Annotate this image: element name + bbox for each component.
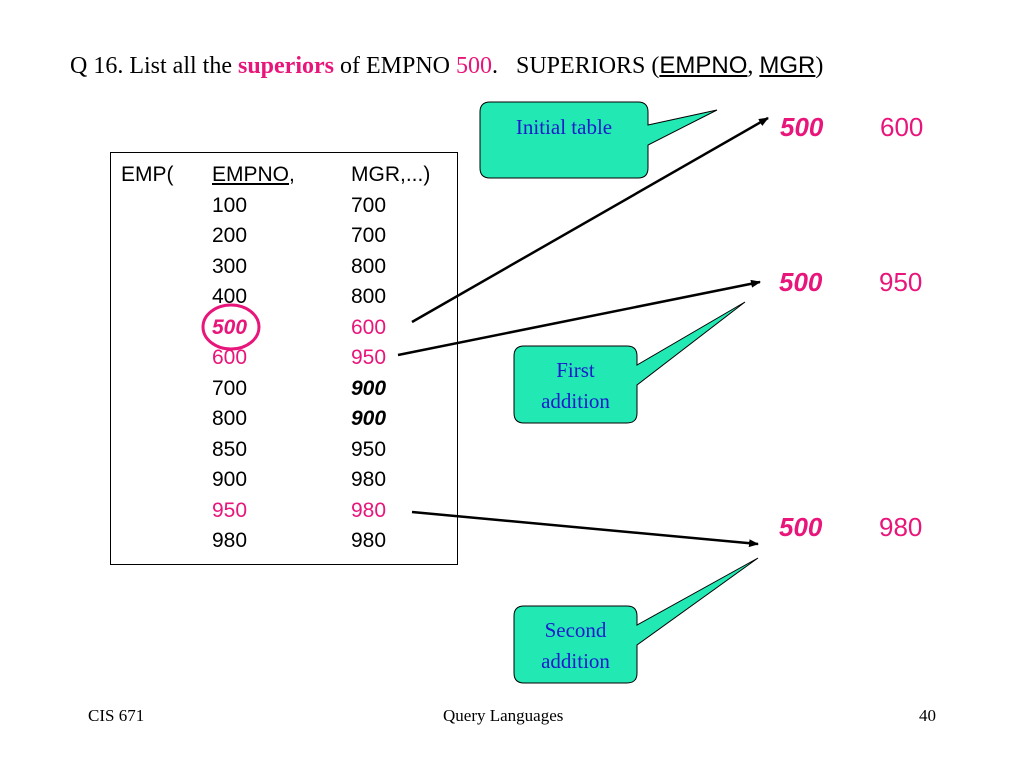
arrow-to-result-3 (411, 510, 759, 548)
callout-initial-label: Initial table (515, 115, 613, 139)
emp-cell-mgr: 900 (351, 377, 387, 400)
callout-initial-table (479, 101, 718, 179)
callout-first-addition (513, 301, 746, 424)
emp-cell-empno: 980 (212, 529, 248, 552)
result-1-mgr: 600 (880, 112, 924, 142)
emp-cell-empno: 950 (212, 499, 248, 522)
emp-table: EMP( EMPNO, MGR,...) 100 700 200 700 300… (110, 152, 458, 565)
emp-cell-empno: 900 (212, 468, 248, 491)
result-2-empno: 500 (779, 267, 823, 297)
emp-cell-empno: 800 (212, 407, 248, 430)
footer-course: CIS 671 (88, 706, 145, 725)
emp-cell-empno: 850 (212, 438, 248, 461)
emp-cell-empno: 600 (212, 346, 248, 369)
result-3-empno: 500 (779, 512, 823, 542)
emp-cell-mgr: 900 (351, 407, 387, 430)
emp-cell-mgr: 700 (351, 224, 387, 247)
result-2-mgr: 950 (879, 267, 923, 297)
emp-cell-mgr: 800 (351, 285, 387, 308)
title-col-empno: EMPNO (659, 52, 748, 79)
title-col-mgr: MGR (759, 52, 816, 79)
emp-cell-mgr: 980 (351, 499, 387, 522)
emp-cell-mgr: 700 (351, 194, 387, 217)
emp-cell-mgr: 600 (351, 316, 387, 339)
emp-cell-empno: 200 (212, 224, 248, 247)
emp-cell-empno-target: 500 (212, 316, 248, 339)
emp-cell-empno: 400 (212, 285, 248, 308)
footer-page-number: 40 (919, 706, 936, 725)
arrow-to-result-2 (397, 279, 761, 357)
emp-cell-mgr: 980 (351, 529, 387, 552)
callout-first-label: First addition (541, 358, 610, 413)
emp-cell-empno: 100 (212, 194, 248, 217)
emp-cell-empno: 300 (212, 255, 248, 278)
emp-header-mgr: MGR,...) (351, 163, 431, 186)
result-1-empno: 500 (780, 112, 824, 142)
emp-cell-mgr: 950 (351, 346, 387, 369)
emp-table-name: EMP( (121, 163, 174, 186)
emp-header-empno: EMPNO, (212, 163, 295, 186)
emp-cell-mgr: 800 (351, 255, 387, 278)
emp-cell-mgr: 950 (351, 438, 387, 461)
title-highlight-superiors: superiors (237, 53, 334, 79)
footer-topic: Query Languages (443, 706, 564, 725)
callout-second-addition (513, 557, 759, 684)
slide-title: Q 16. List all the superiors of EMPNO 50… (70, 52, 824, 79)
title-empno-value: 500 (456, 53, 492, 79)
emp-cell-empno: 700 (212, 377, 248, 400)
result-3-mgr: 980 (879, 512, 923, 542)
emp-cell-mgr: 980 (351, 468, 387, 491)
callout-second-label: Second addition (541, 618, 610, 673)
highlight-circle (201, 303, 261, 351)
arrow-to-result-1 (411, 116, 769, 324)
